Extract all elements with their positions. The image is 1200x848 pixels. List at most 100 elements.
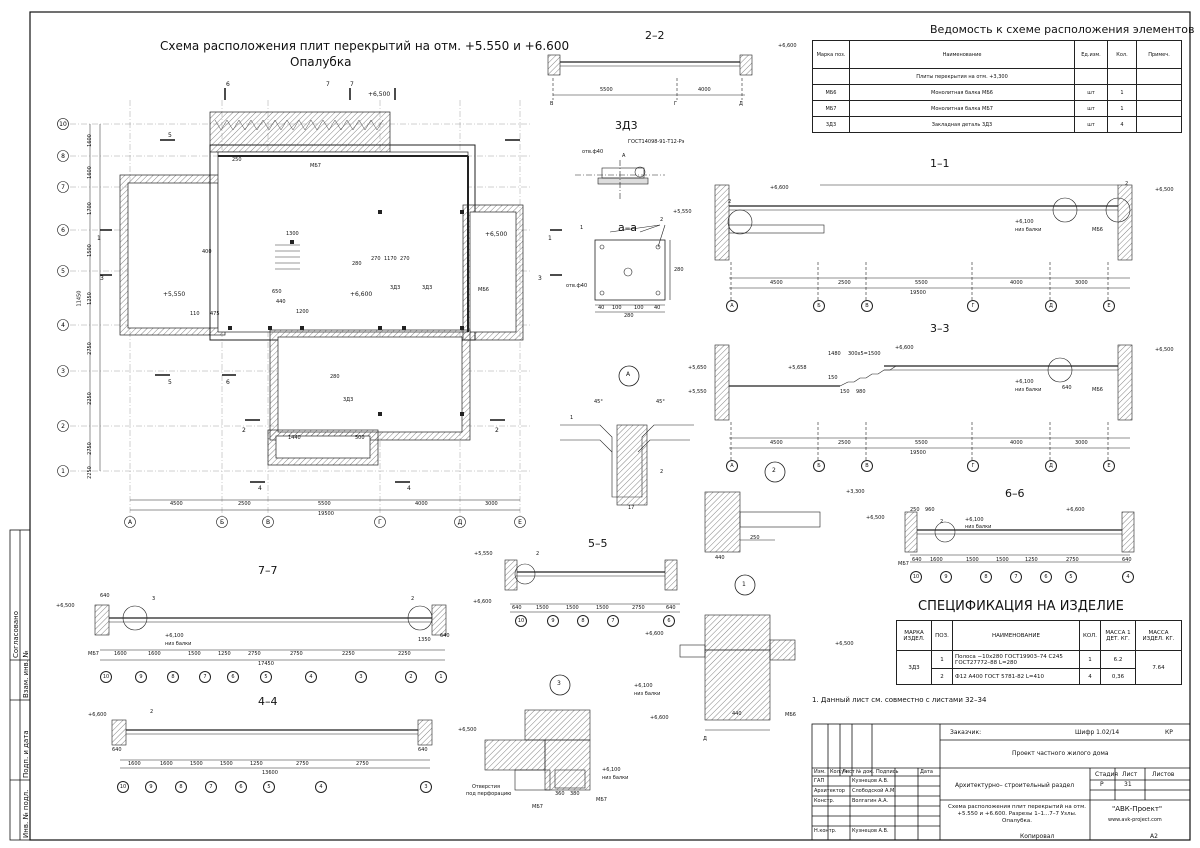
spec-title: СПЕЦИФИКАЦИЯ НА ИЗДЕЛИЕ xyxy=(918,599,1124,614)
plan-section-mark-10: 5 xyxy=(168,379,172,386)
vedomost-cell: МБ7 xyxy=(812,100,850,117)
s33-d1: 1480 xyxy=(828,351,841,357)
s66-dim-3: 1500 xyxy=(966,557,979,563)
s77-dim-3: 1500 xyxy=(188,651,201,657)
s77-small-1: 640 xyxy=(100,593,110,599)
title-block-grid xyxy=(811,723,1191,841)
s66-axis-5: 6 xyxy=(1040,571,1052,583)
node-2-level: +3,300 xyxy=(846,489,865,495)
s66-level-2: +6,600 xyxy=(1066,507,1085,513)
s66-dim-2: 1600 xyxy=(930,557,943,563)
stamp-role-1: ГАП xyxy=(814,778,825,784)
node-2-title: 2 xyxy=(772,467,776,474)
plan-level-4: +6,500 xyxy=(368,91,391,98)
plan-subtitle: Опалубка xyxy=(290,55,352,69)
s33-d3: 640 xyxy=(1062,385,1072,391)
left-stamp-sign: Подп. и дата xyxy=(22,730,30,778)
s77-level-1: +6,500 xyxy=(56,603,75,609)
plan-note-270a: 270 xyxy=(371,256,381,262)
node-1-level-3: +6,100 xyxy=(634,683,653,689)
s11-level-4: +6,100 xyxy=(1015,219,1034,225)
node-a-drawing xyxy=(560,424,694,506)
vedomost-cell: МБ6 xyxy=(812,84,850,101)
spec-header-mark: МАРКА ИЗДЕЛ. xyxy=(896,620,932,651)
s77-level-2: +6,600 xyxy=(473,599,492,605)
plan-section-mark-6: 3 xyxy=(100,275,104,282)
vedomost-cell: Закладная деталь 3Д3 xyxy=(849,116,1075,133)
plan-axis-num-6: 6 xyxy=(57,224,69,236)
stamp-site: www.avk-project.com xyxy=(1108,817,1162,823)
s33-level-7: низ балки xyxy=(1015,387,1042,393)
aa-dim-4: 40 xyxy=(654,305,661,311)
spec-row-1-qty: 1 xyxy=(1079,650,1101,669)
vedomost-cell: Монолитная балка МБ6 xyxy=(849,84,1075,101)
section-2-2-dim-1: 5500 xyxy=(600,87,613,93)
s66-small-1: 250 xyxy=(910,507,920,513)
node-3-dim-1: 360 xyxy=(555,791,565,797)
stamp-copied: Копировал xyxy=(1020,833,1055,840)
node-3-beam-2: МБ7 xyxy=(596,797,607,803)
s33-dim-2: 2500 xyxy=(838,440,851,446)
s11-callout-1: 2 xyxy=(728,199,732,205)
plan-dim-left-3: 1700 xyxy=(86,202,93,215)
stamp-customer-label: Заказчик: xyxy=(950,729,982,736)
section-7-7-drawing xyxy=(94,604,447,661)
s77-axis-7: 4 xyxy=(305,671,317,683)
node-3-note-2: под перфорацию xyxy=(466,791,512,797)
s66-dim-4: 1500 xyxy=(996,557,1009,563)
spec-header-qty: КОЛ. xyxy=(1079,620,1101,651)
s66-axis-7: 4 xyxy=(1122,571,1134,583)
s77-axis-1: 10 xyxy=(100,671,112,683)
plan-level-3: +6,500 xyxy=(485,231,508,238)
section-7-7-title: 7–7 xyxy=(258,564,278,577)
aa-dim-2: 100 xyxy=(612,305,622,311)
node-1-drawing xyxy=(679,614,796,731)
stamp-role-3: Констр. xyxy=(814,798,835,804)
plan-section-mark-9: 5 xyxy=(168,132,172,139)
svg-text:10: 10 xyxy=(59,121,67,128)
section-2-2-dim-2: 4000 xyxy=(698,87,711,93)
s44-dim-1: 1600 xyxy=(128,761,141,767)
plan-note-250: 250 xyxy=(232,157,242,163)
node-1-level-2: +6,500 xyxy=(835,641,854,647)
s44-axis-7: 4 xyxy=(315,781,327,793)
s66-axis-2: 9 xyxy=(940,571,952,583)
s33-beam: МБ6 xyxy=(1092,387,1103,393)
spec-note: 1. Данный лист см. совместно с листами 3… xyxy=(812,696,987,704)
spec-total-mass: 7.64 xyxy=(1135,650,1182,685)
s66-level-4: низ балки xyxy=(965,524,992,530)
s33-d4: 150 xyxy=(828,375,838,381)
plan-dim-left-9: 2250 xyxy=(86,466,93,479)
aa-callout-2: 2 xyxy=(660,217,664,223)
s77-dim-1: 1600 xyxy=(114,651,127,657)
spec-mark: 3Д3 xyxy=(896,650,932,685)
plan-note-280b: 280 xyxy=(330,374,340,380)
left-stamp-inv: Инв. № подл. xyxy=(22,789,30,838)
s33-dim-4: 4000 xyxy=(1010,440,1023,446)
plan-dim-bottom-5: 3000 xyxy=(485,501,498,507)
section-5-5-drawing xyxy=(504,559,680,613)
s33-level-2: +5,650 xyxy=(688,365,707,371)
s33-level-3: +5,550 xyxy=(688,389,707,395)
stamp-sheet-label: Лист xyxy=(1122,771,1138,778)
plan-note-500: 500 xyxy=(355,435,365,441)
plan-dim-left-total: 11450 xyxy=(76,290,83,307)
s66-axis-1: 10 xyxy=(910,571,922,583)
svg-text:Д: Д xyxy=(458,519,463,526)
plan-note-1170: 1170 xyxy=(384,256,397,262)
plan-note-475: 475 xyxy=(210,311,220,317)
plan-dim-left-1: 1600 xyxy=(86,134,93,147)
plan-note-1300: 1300 xyxy=(286,231,299,237)
spec-row-2-pos: 2 xyxy=(931,668,953,685)
spec-row-1-pos: 1 xyxy=(931,650,953,669)
plan-section-mark-3: 2 xyxy=(242,427,246,434)
node-1-level-1: +6,600 xyxy=(645,631,664,637)
node-3-beam-1: МБ7 xyxy=(532,804,543,810)
plan-dim-left-5: 1250 xyxy=(86,292,93,305)
s66-callout: 2 xyxy=(940,519,944,525)
s77-dim-6: 2750 xyxy=(290,651,303,657)
s44-axis-8: 3 xyxy=(420,781,432,793)
s11-axis-4: Г xyxy=(967,300,979,312)
